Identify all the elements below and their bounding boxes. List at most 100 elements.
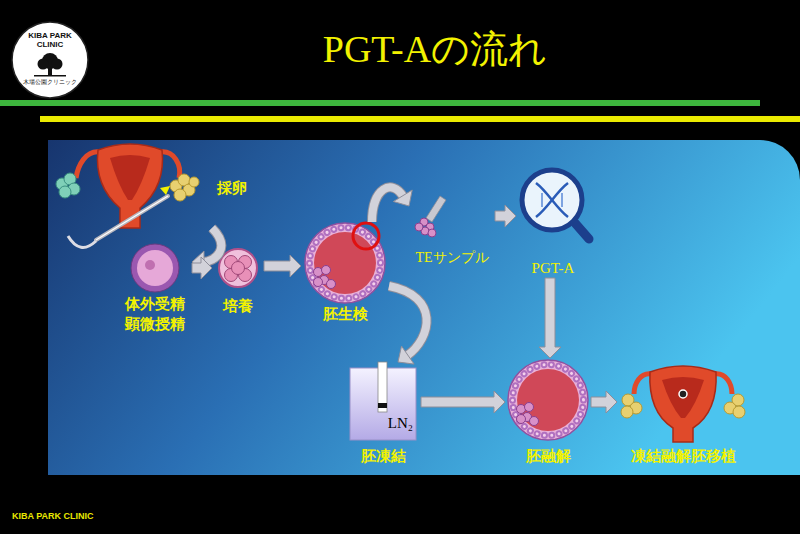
blastomere	[232, 262, 245, 275]
trophectoderm	[513, 365, 584, 436]
sample-node: TEサンプル	[409, 196, 495, 268]
flow-arrow	[192, 257, 212, 279]
flow-arrow	[264, 255, 301, 277]
dna-rung	[541, 193, 543, 207]
curved-arrow	[389, 286, 427, 356]
culture-node: 培養	[212, 246, 264, 316]
uterine-cavity	[110, 155, 150, 200]
curved-arrow-outline	[203, 228, 221, 262]
block-arrow	[421, 391, 505, 413]
inner-cell-mass	[314, 278, 323, 287]
te-cell	[415, 223, 423, 231]
follicle	[189, 177, 199, 187]
green-bar	[0, 100, 760, 106]
analysis-node: PGT-A	[516, 164, 590, 278]
inner-cell-mass	[517, 415, 526, 424]
step-label: 凍結融解胚移植	[621, 446, 745, 466]
flow-arrow	[539, 278, 561, 358]
blastocyst	[508, 360, 588, 440]
flow-arrow	[591, 391, 617, 413]
logo-text-wrap: KIBA PARK CLINIC	[26, 31, 74, 49]
ovary	[59, 186, 71, 198]
block-arrow	[495, 205, 516, 227]
fallopian-tube	[76, 152, 100, 178]
yellow-bar	[40, 116, 800, 122]
logo-circle	[12, 22, 88, 98]
dna-strand	[536, 183, 568, 217]
freezing-node: LN₂ 胚凍結	[345, 362, 421, 466]
block-arrow	[264, 255, 301, 277]
blastocoel	[517, 369, 579, 431]
flow-arrow	[389, 286, 427, 364]
oocyte-cytoplasm	[137, 250, 173, 286]
curved-arrow-outline	[389, 286, 427, 356]
step-label: LN₂	[349, 414, 413, 432]
retrieval-node: 採卵	[57, 140, 251, 228]
ovary	[621, 406, 633, 418]
title-wrap: PGT-Aの流れ	[170, 26, 700, 72]
block-arrow	[539, 278, 561, 358]
step-label: 胚生検	[305, 304, 385, 324]
logo-trunk	[48, 65, 52, 75]
uterine-cavity	[662, 377, 704, 418]
flow-arrow	[372, 187, 412, 222]
retrieval-needle	[96, 196, 168, 240]
inner-cell-mass	[322, 266, 331, 275]
inner-cell-mass	[530, 417, 539, 426]
step-label: 培養	[216, 296, 260, 316]
slide-title: PGT-Aの流れ	[170, 26, 700, 72]
block-arrow	[192, 257, 212, 279]
oocyte-nucleus	[145, 260, 155, 270]
step-label: 胚融解	[509, 446, 587, 466]
pipette	[426, 196, 446, 222]
fertilization-node: 体外受精 顕微授精	[118, 244, 192, 334]
dna-rung	[561, 193, 563, 207]
arrow-head	[393, 190, 412, 206]
straw	[378, 362, 387, 412]
blue-panel	[48, 140, 800, 475]
logo-tree	[38, 59, 49, 70]
curved-arrow-outline	[372, 187, 403, 222]
step-label: 採卵	[61, 178, 247, 198]
footer-text-wrap: KIBA PARK CLINIC	[12, 510, 232, 522]
follicle	[174, 189, 186, 201]
small-arrow	[160, 186, 170, 195]
magnifier-handle	[575, 223, 589, 239]
trophectoderm	[310, 228, 381, 299]
uterus	[97, 144, 162, 228]
catheter	[68, 236, 96, 247]
inner-cell-mass	[525, 403, 534, 412]
trophectoderm	[513, 365, 584, 436]
inner-cell-mass	[327, 280, 336, 289]
step-label: 胚凍結	[349, 446, 417, 466]
te-cell	[428, 229, 436, 237]
logo-text: KIBA PARK CLINIC	[26, 31, 74, 49]
curved-arrow	[203, 228, 221, 262]
block-arrow	[591, 391, 617, 413]
blastocoel	[314, 232, 376, 294]
thawing-node: 胚融解	[505, 358, 591, 466]
logo-subtext-wrap: 木場公園クリニック	[21, 78, 79, 86]
uterus	[650, 366, 716, 442]
biopsy-circle	[353, 223, 379, 249]
transfer-node: 凍結融解胚移植	[617, 358, 749, 466]
blastocyst	[305, 223, 385, 303]
flow-arrow	[421, 391, 505, 413]
flow-arrow	[495, 205, 516, 227]
curved-arrow	[372, 187, 403, 222]
straw-mark	[378, 403, 387, 408]
embryo	[219, 249, 257, 287]
step-label: TEサンプル	[413, 248, 491, 268]
retrieval-needle	[96, 196, 168, 240]
footer-text: KIBA PARK CLINIC	[12, 510, 232, 522]
dna-strand	[536, 183, 568, 217]
oocyte	[131, 244, 179, 292]
ovary	[733, 406, 745, 418]
logo-tree	[52, 59, 63, 70]
transferred-embryo	[679, 390, 687, 398]
trophectoderm	[310, 228, 381, 299]
arrow-head	[398, 346, 414, 364]
logo-subtext: 木場公園クリニック	[21, 78, 79, 86]
biopsy-node: 胚生検	[301, 222, 389, 324]
